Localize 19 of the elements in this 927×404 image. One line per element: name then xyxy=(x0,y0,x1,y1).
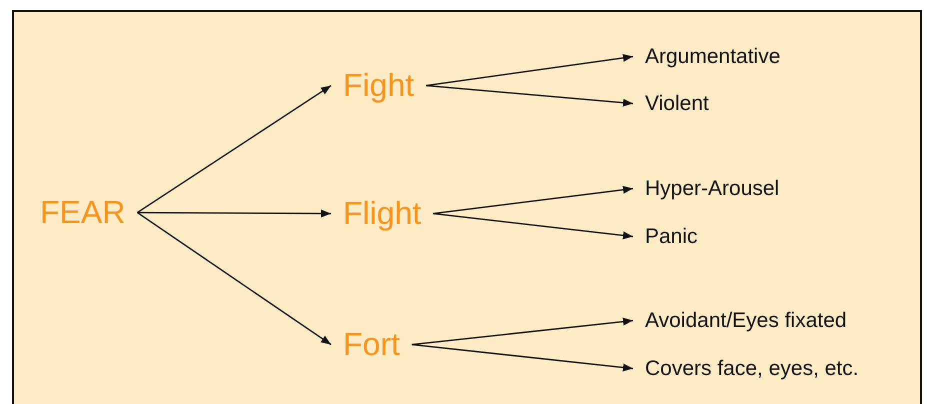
outcome-text: Argumentative xyxy=(645,45,780,68)
arrow xyxy=(412,344,634,372)
arrow xyxy=(136,212,332,346)
arrow xyxy=(412,318,634,346)
arrow xyxy=(137,210,331,218)
outcome-text: Violent xyxy=(645,92,709,116)
branch-text: Fort xyxy=(343,327,400,362)
outcome-text: Hyper-Arousel xyxy=(645,177,780,200)
branch-text: Fight xyxy=(343,68,414,104)
arrow xyxy=(433,186,634,214)
arrow xyxy=(426,84,634,107)
branch-text: Flight xyxy=(343,196,422,232)
outcome-text: Panic xyxy=(645,225,698,248)
topic-text: FEAR xyxy=(40,195,126,230)
arrow xyxy=(433,212,634,240)
arrow xyxy=(426,54,634,86)
outcome-text: Covers face, eyes, etc. xyxy=(645,357,859,380)
outcome-text: Avoidant/Eyes fixated xyxy=(645,309,847,332)
arrow xyxy=(136,85,332,214)
